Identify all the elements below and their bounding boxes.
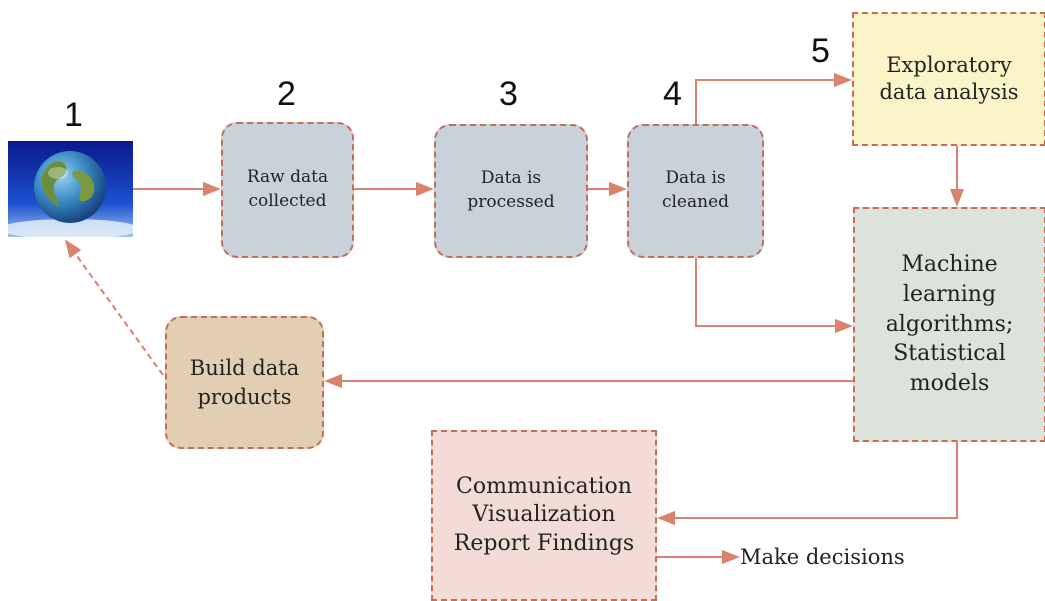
globe-icon <box>0 141 140 239</box>
step-number-4: 4 <box>663 75 682 113</box>
comm-line-1: Communication <box>456 473 632 499</box>
step-number-5: 5 <box>811 32 830 70</box>
cleaned-line-2: cleaned <box>661 192 730 212</box>
comm-line-2: Visualization <box>472 502 616 528</box>
ml-line-1: Machine <box>901 252 998 278</box>
ml-line-3: algorithms; <box>885 311 1014 337</box>
data-cleaned-node: Data is cleaned <box>627 124 764 258</box>
arrow-cleaned-to-ml <box>695 258 853 334</box>
communication-node: Communication Visualization Report Findi… <box>431 430 657 601</box>
build-line-1: Build data <box>189 356 300 381</box>
ml-line-4: Statistical <box>893 341 1006 367</box>
step-number-1: 1 <box>64 96 83 134</box>
eda-line-2: data analysis <box>879 80 1019 104</box>
ml-line-5: models <box>909 371 990 397</box>
build-data-products-node: Build data products <box>165 316 324 449</box>
processed-line-1: Data is <box>480 168 542 189</box>
comm-line-3: Report Findings <box>453 530 635 556</box>
arrow-ml-to-communication <box>657 442 958 526</box>
raw-data-collected-node: Raw data collected <box>221 122 354 258</box>
build-line-2: products <box>197 384 292 409</box>
exploratory-data-analysis-node: Exploratory data analysis <box>852 12 1045 146</box>
arrow-build-to-globe <box>64 239 164 376</box>
eda-line-1: Exploratory <box>886 52 1012 77</box>
step-number-3: 3 <box>499 75 518 113</box>
raw-data-line-2: collected <box>248 191 327 211</box>
ml-line-2: learning <box>902 281 997 307</box>
make-decisions-label: Make decisions <box>740 545 905 569</box>
raw-data-line-1: Raw data <box>246 167 329 188</box>
machine-learning-node: Machine learning algorithms; Statistical… <box>853 207 1045 442</box>
data-processed-node: Data is processed <box>434 124 588 258</box>
arrow-cleaned-to-eda <box>695 72 852 124</box>
step-number-2: 2 <box>277 75 296 113</box>
cleaned-line-1: Data is <box>665 168 726 189</box>
processed-line-2: processed <box>467 192 555 212</box>
